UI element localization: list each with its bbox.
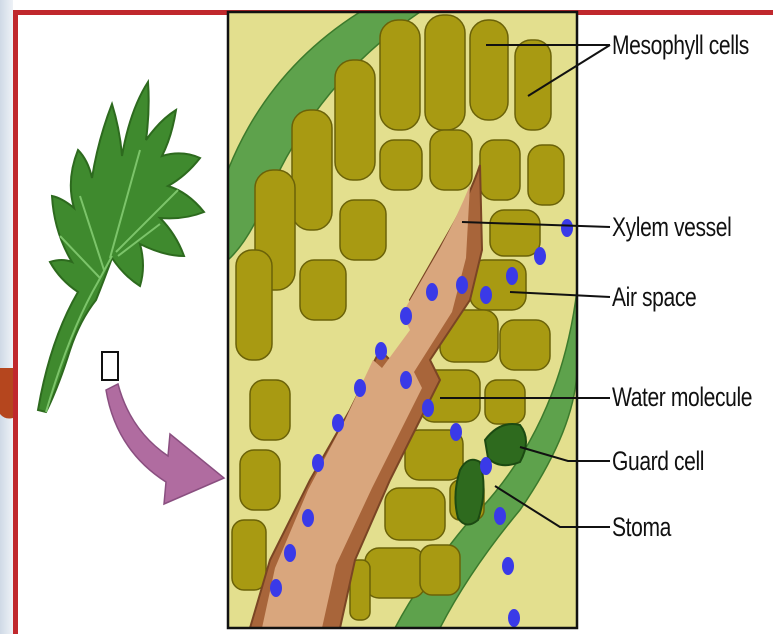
leaf-icon <box>38 82 204 412</box>
zoom-box <box>102 352 118 380</box>
label-xylem-vessel: Xylem vessel <box>612 212 731 243</box>
label-mesophyll-cells: Mesophyll cells <box>612 30 749 61</box>
label-stoma: Stoma <box>612 512 671 543</box>
cross-section <box>228 12 577 628</box>
label-water-molecule: Water molecule <box>612 382 752 413</box>
slide-edge <box>0 0 13 634</box>
label-air-space: Air space <box>612 282 696 313</box>
guard-cell-lower <box>455 460 483 525</box>
label-guard-cell: Guard cell <box>612 446 704 477</box>
slide-edge-mark <box>0 368 13 419</box>
magnify-arrow <box>106 384 224 504</box>
